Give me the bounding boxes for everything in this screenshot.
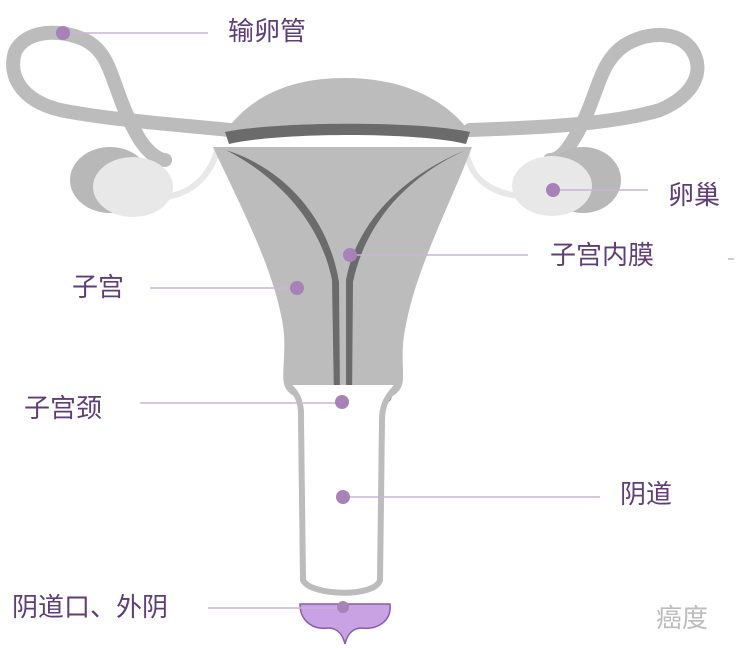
label-fallopian-tube: 输卵管 bbox=[228, 17, 307, 47]
label-ovary: 卵巢 bbox=[668, 181, 721, 211]
right-ovarian-ligament bbox=[463, 149, 521, 199]
marker-vaginal-opening bbox=[337, 601, 349, 613]
uterus-body bbox=[213, 147, 472, 404]
label-vaginal-opening: 阴道口、外阴 bbox=[12, 593, 169, 623]
marker-cervix bbox=[335, 395, 349, 409]
fundus-lining bbox=[225, 123, 470, 144]
label-uterus: 子宫 bbox=[72, 273, 125, 303]
uterine-fundus bbox=[225, 78, 470, 132]
left-ovary bbox=[70, 147, 173, 217]
watermark: 癌度 bbox=[656, 604, 709, 634]
vagina bbox=[285, 382, 401, 596]
label-vagina: 阴道 bbox=[620, 480, 673, 510]
label-cervix: 子宫颈 bbox=[24, 394, 103, 424]
vulva bbox=[299, 603, 391, 645]
marker-fallopian-tube bbox=[56, 26, 70, 40]
right-ovary bbox=[512, 147, 621, 216]
marker-ovary bbox=[546, 183, 560, 197]
left-fallopian-tube bbox=[6, 25, 237, 167]
marker-uterus bbox=[290, 281, 304, 295]
marker-vagina bbox=[336, 490, 350, 504]
label-endometrium: 子宫内膜 bbox=[550, 241, 655, 271]
right-fallopian-tube bbox=[463, 28, 705, 167]
marker-endometrium bbox=[343, 248, 357, 262]
